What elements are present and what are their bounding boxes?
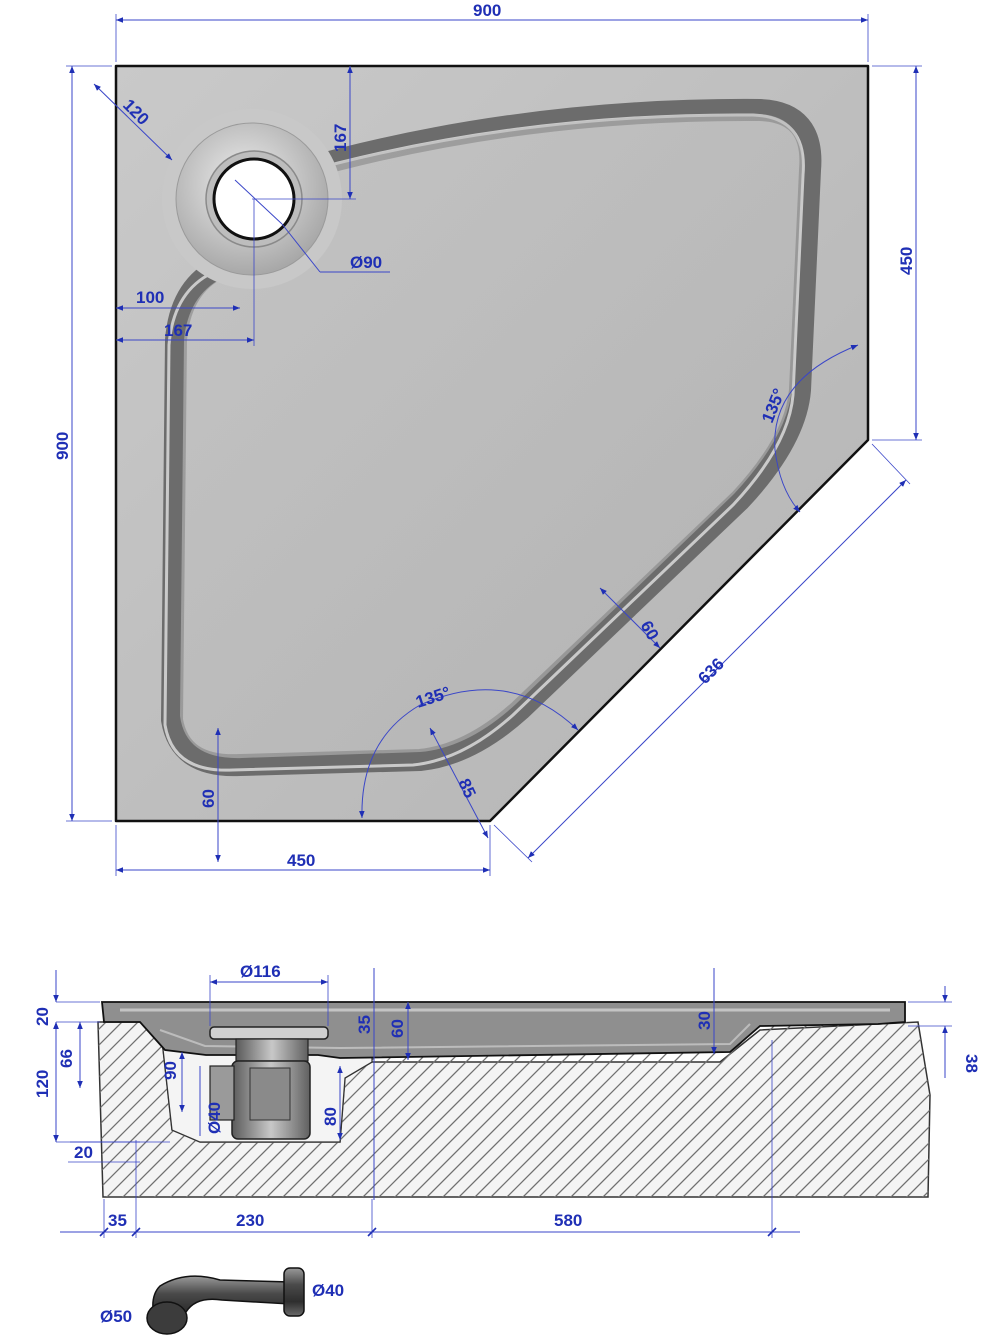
hatch-line xyxy=(98,1022,141,1197)
hatch-line xyxy=(599,1022,781,1197)
hatch-line xyxy=(839,1022,930,1197)
hatch-line xyxy=(98,1022,109,1197)
dim-left-20: 20 xyxy=(74,1143,93,1162)
hatch-line xyxy=(98,1022,189,1197)
basin-rim xyxy=(161,98,822,777)
hatch-line xyxy=(984,1020,1000,1200)
dim-pipe-outer: Ø50 xyxy=(100,1307,132,1326)
basin-floor xyxy=(180,113,803,759)
pipe-socket xyxy=(146,1301,188,1335)
hatch-line xyxy=(759,1022,930,1197)
hatch-line xyxy=(936,1020,1000,1200)
hatch-line xyxy=(663,1022,845,1197)
pipe-end xyxy=(283,1267,305,1317)
hatch-line xyxy=(0,1020,92,1200)
dim-left-120: 120 xyxy=(33,1070,52,1098)
hatch-line xyxy=(679,1022,861,1197)
dim-outlet-diameter: Ø40 xyxy=(205,1102,224,1134)
hatch-line xyxy=(98,1022,157,1197)
dim-left-66: 66 xyxy=(57,1049,76,1068)
dim-right-straight: 450 xyxy=(897,247,916,275)
hatch-line xyxy=(0,1020,60,1200)
dim-bottom-580: 580 xyxy=(554,1211,582,1230)
waste-body xyxy=(235,1038,309,1062)
hatch-line xyxy=(887,1022,930,1197)
hatch-line xyxy=(823,1022,930,1197)
dim-rim-width-bottom: 60 xyxy=(199,789,218,808)
hatch-line xyxy=(855,1022,930,1197)
dim-bottom-230: 230 xyxy=(236,1211,264,1230)
dim-drain-diameter: Ø90 xyxy=(350,253,382,272)
hatch-line xyxy=(919,1022,930,1197)
hatch-line xyxy=(615,1022,797,1197)
dim-bottom-35: 35 xyxy=(108,1211,127,1230)
dim-drain-offset-left-b: 167 xyxy=(164,321,192,340)
dim-left-height: 900 xyxy=(53,432,72,460)
outlet-pipe: Ø50 Ø40 xyxy=(100,1267,344,1335)
hatch-line xyxy=(0,1020,76,1200)
dim-drain-offset-top: 167 xyxy=(331,124,350,152)
hatch-line xyxy=(647,1022,829,1197)
hatch-line xyxy=(791,1022,930,1197)
dim-inner-depth-b: 30 xyxy=(695,1011,714,1030)
dim-inner-depth-a: 60 xyxy=(388,1019,407,1038)
dim-trap-80: 80 xyxy=(321,1107,340,1126)
plan-view: Ø90 900 900 450 450 636 120 167 xyxy=(53,1,922,876)
hatch-line xyxy=(727,1022,909,1197)
dim-top-thickness: 20 xyxy=(33,1007,52,1026)
hatch-line xyxy=(968,1020,1000,1200)
section-view: Ø116 20 66 120 20 90 Ø40 80 35 60 xyxy=(0,962,1000,1238)
dim-top-width: 900 xyxy=(473,1,501,20)
hatch-line xyxy=(631,1022,813,1197)
dim-bottom-straight: 450 xyxy=(287,851,315,870)
dim-trap-90: 90 xyxy=(161,1061,180,1080)
dim-drain-offset-left-a: 100 xyxy=(136,288,164,307)
dim-pipe-inner: Ø40 xyxy=(312,1281,344,1300)
trap-outlet xyxy=(209,1065,235,1121)
hatch-line xyxy=(952,1020,1000,1200)
hatch-line xyxy=(711,1022,893,1197)
hatch-line xyxy=(695,1022,877,1197)
dim-waste-diameter: Ø116 xyxy=(240,962,281,981)
hatch-line xyxy=(807,1022,930,1197)
dim-diagonal: 636 xyxy=(694,654,727,687)
hatch-line xyxy=(871,1022,930,1197)
hatch-line xyxy=(743,1022,925,1197)
dim-right-edge: 38 xyxy=(962,1054,981,1073)
waste-flange xyxy=(209,1026,329,1040)
hatch-line xyxy=(98,1022,173,1197)
hatch-line xyxy=(583,1022,765,1197)
slab-hatch xyxy=(0,1020,1000,1200)
dim-rim-depth: 35 xyxy=(355,1015,374,1034)
